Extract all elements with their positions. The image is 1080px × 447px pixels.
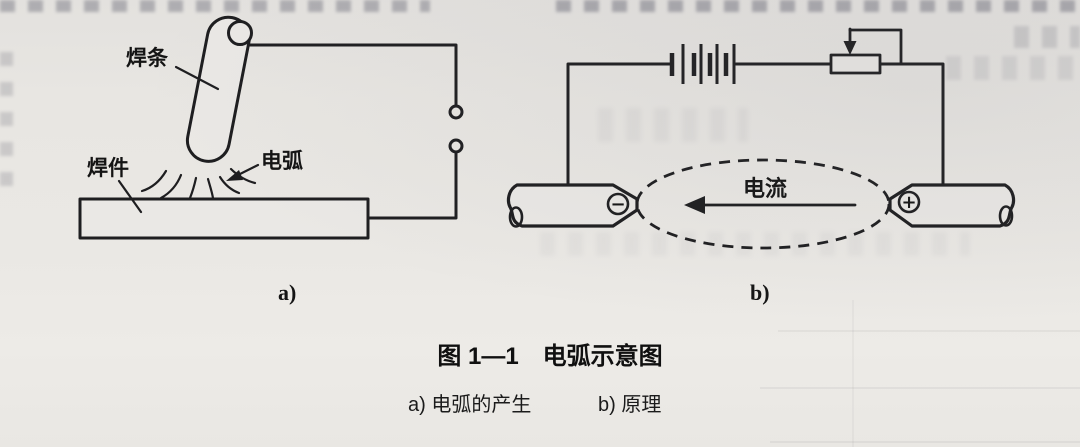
electrode-holder-end-icon xyxy=(227,20,253,46)
arc-label-arrowhead-icon xyxy=(226,170,243,181)
cable-electrode-to-switch xyxy=(248,43,458,108)
caption-sub-a: a) 电弧的产生 xyxy=(408,393,531,416)
rheostat-icon xyxy=(829,27,903,75)
cathode-bar-break-loop xyxy=(508,206,524,228)
anode-plus-icon: + xyxy=(901,192,916,213)
workpiece-plate xyxy=(78,197,370,240)
arc-flames-icon xyxy=(140,167,257,200)
workpiece-label: 焊件 xyxy=(87,156,129,180)
part-a-label: a) xyxy=(278,280,296,305)
current-label: 电流 xyxy=(743,176,787,201)
caption-title: 图 1—1 电弧示意图 xyxy=(437,342,662,370)
cable-switch-to-workpiece xyxy=(366,150,458,220)
electrode-label-leader xyxy=(174,65,220,91)
cathode-minus-icon: − xyxy=(610,194,625,215)
arc-label: 电弧 xyxy=(261,149,303,173)
wire-left xyxy=(566,62,672,186)
diagram-b: − + 电流 b) xyxy=(506,27,1016,305)
cathode-bar: − xyxy=(506,183,639,228)
wire-right xyxy=(878,62,945,186)
anode-bar-break-loop xyxy=(998,205,1014,227)
battery-icon xyxy=(669,44,736,84)
switch-terminal-upper-icon xyxy=(448,104,464,120)
switch-terminal-lower-icon xyxy=(448,138,464,154)
wiper-arrowhead-icon xyxy=(843,41,857,55)
caption-sub-b: b) 原理 xyxy=(598,394,661,416)
electrode-label: 焊条 xyxy=(126,46,169,70)
diagram-a: 焊条 电弧 焊件 a) xyxy=(78,15,464,305)
workpiece-label-leader xyxy=(117,179,143,214)
anode-bar: + xyxy=(888,183,1016,228)
cathode-symbol-circle xyxy=(606,192,630,216)
anode-symbol-circle xyxy=(897,190,921,214)
part-b-label: b) xyxy=(750,280,770,305)
current-arrowhead-icon xyxy=(684,196,705,214)
figure-caption: 图 1—1 电弧示意图 a) 电弧的产生 b) 原理 xyxy=(408,342,663,416)
